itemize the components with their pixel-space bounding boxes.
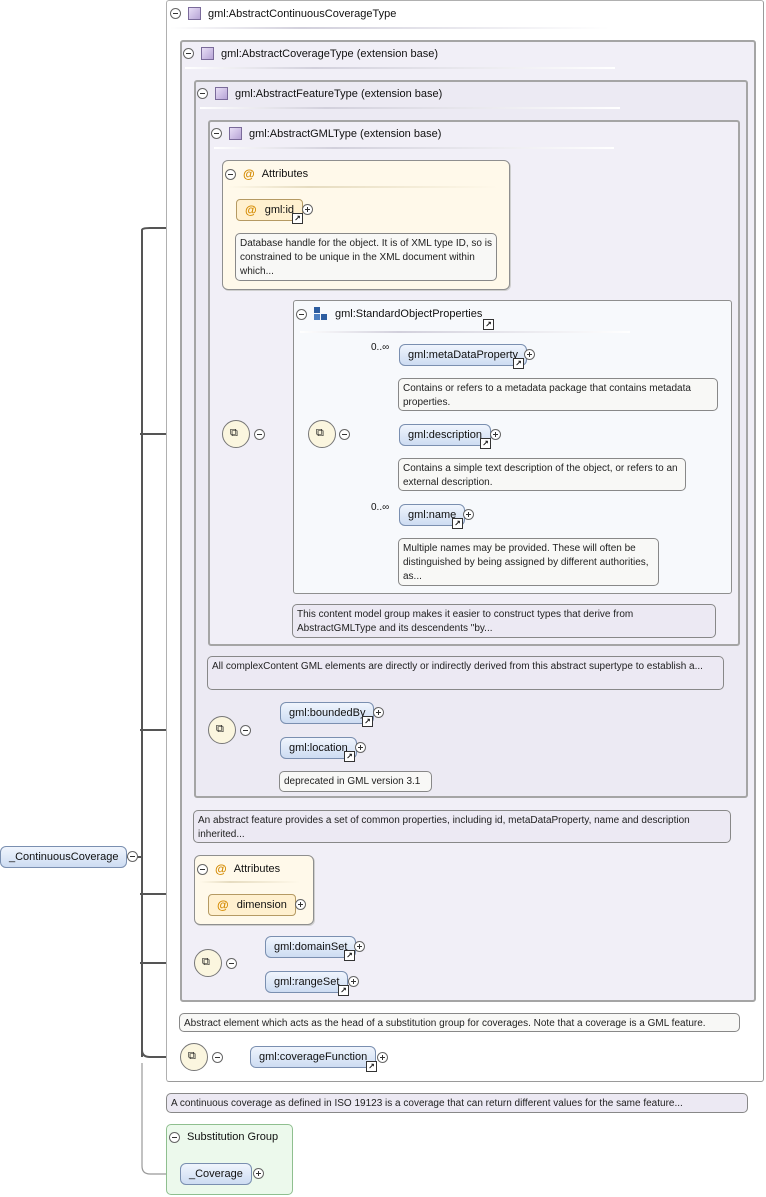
sequence-compositor-icon[interactable]: ⧉: [194, 949, 222, 977]
annotation-location: deprecated in GML version 3.1: [279, 771, 432, 792]
expand-icon[interactable]: [490, 429, 501, 440]
collapse-icon[interactable]: [339, 429, 350, 440]
standard-object-properties-header[interactable]: gml:StandardObjectProperties: [296, 307, 482, 321]
header-separator: [185, 67, 615, 69]
attribute-icon: @: [245, 203, 257, 217]
annotation-gml-type: All complexContent GML elements are dire…: [207, 656, 724, 690]
link-arrow-icon[interactable]: ↗: [344, 950, 355, 961]
collapse-icon[interactable]: [226, 958, 237, 969]
attributes-header[interactable]: @ Attributes: [225, 167, 308, 181]
element-location[interactable]: gml:location: [280, 737, 357, 759]
element-name[interactable]: gml:name: [399, 504, 466, 526]
collapse-icon[interactable]: [170, 8, 181, 19]
collapse-icon[interactable]: [127, 851, 138, 862]
group-icon: [314, 307, 328, 321]
attribute-icon: @: [215, 862, 227, 876]
collapse-icon[interactable]: [183, 48, 194, 59]
attributes-header[interactable]: @ Attributes: [197, 862, 280, 876]
expand-icon[interactable]: [377, 1052, 388, 1063]
element-metadata-property[interactable]: gml:metaDataProperty: [399, 344, 528, 366]
collapse-icon[interactable]: [212, 1052, 223, 1063]
gml-type-header[interactable]: gml:AbstractGMLType (extension base): [211, 127, 441, 140]
collapse-icon[interactable]: [296, 308, 307, 320]
sequence-compositor-icon[interactable]: ⧉: [208, 716, 236, 744]
group-name: gml:StandardObjectProperties: [335, 308, 483, 320]
expand-icon[interactable]: [348, 976, 359, 987]
collapse-icon[interactable]: [240, 725, 251, 736]
link-arrow-icon[interactable]: ↗: [513, 358, 524, 369]
collapse-icon[interactable]: [254, 429, 265, 440]
link-arrow-icon[interactable]: ↗: [452, 518, 463, 529]
attribute-icon: @: [217, 898, 229, 912]
cardinality-label: 0..∞: [371, 342, 390, 353]
substitution-group-title: Substitution Group: [187, 1131, 279, 1143]
attribute-icon: @: [243, 167, 255, 181]
expand-icon[interactable]: [354, 941, 365, 952]
continuous-coverage-type-header[interactable]: gml:AbstractContinuousCoverageType: [170, 7, 396, 20]
annotation-standard-object-properties: This content model group makes it easier…: [292, 604, 716, 638]
collapse-icon[interactable]: [211, 128, 222, 139]
complex-type-icon: [215, 87, 228, 100]
link-arrow-icon[interactable]: ↗: [338, 985, 349, 996]
type-name: gml:AbstractCoverageType (extension base…: [221, 47, 439, 60]
expand-icon[interactable]: [295, 899, 306, 910]
attribute-name: dimension: [236, 899, 287, 911]
link-arrow-icon[interactable]: ↗: [480, 438, 491, 449]
attribute-gml-id[interactable]: @ gml:id: [236, 199, 304, 221]
expand-icon[interactable]: [355, 742, 366, 753]
expand-icon[interactable]: [524, 349, 535, 360]
cardinality-label: 0..∞: [371, 502, 390, 513]
complex-type-icon: [188, 7, 201, 20]
attributes-label: Attributes: [261, 168, 309, 180]
type-name: gml:AbstractGMLType (extension base): [249, 127, 442, 140]
collapse-icon[interactable]: [197, 863, 208, 875]
header-separator: [200, 107, 620, 109]
annotation-feature-type: An abstract feature provides a set of co…: [193, 810, 731, 843]
element-domain-set[interactable]: gml:domainSet: [265, 936, 357, 958]
link-arrow-icon[interactable]: ↗: [292, 213, 303, 224]
header-separator: [170, 27, 610, 29]
complex-type-icon: [201, 47, 214, 60]
collapse-icon[interactable]: [169, 1131, 180, 1143]
annotation-coverage-type: Abstract element which acts as the head …: [179, 1013, 740, 1032]
collapse-icon[interactable]: [225, 168, 236, 180]
annotation-description: Contains a simple text description of th…: [398, 458, 686, 491]
header-separator: [228, 186, 498, 188]
link-arrow-icon[interactable]: ↗: [344, 751, 355, 762]
attributes-label: Attributes: [233, 863, 281, 875]
annotation-continuous-coverage: A continuous coverage as defined in ISO …: [166, 1093, 748, 1113]
feature-type-header[interactable]: gml:AbstractFeatureType (extension base): [197, 87, 442, 100]
complex-type-icon: [229, 127, 242, 140]
type-name: gml:AbstractContinuousCoverageType: [208, 7, 397, 20]
substitution-group-header[interactable]: Substitution Group: [169, 1131, 278, 1143]
expand-icon[interactable]: [373, 707, 384, 718]
sequence-compositor-icon[interactable]: ⧉: [180, 1043, 208, 1071]
sequence-compositor-icon[interactable]: ⧉: [222, 420, 250, 448]
link-arrow-icon[interactable]: ↗: [366, 1061, 377, 1072]
expand-icon[interactable]: [302, 204, 313, 215]
element-bounded-by[interactable]: gml:boundedBy: [280, 702, 375, 724]
element-coverage[interactable]: _Coverage: [180, 1163, 252, 1185]
annotation-metadata-property: Contains or refers to a metadata package…: [398, 378, 718, 411]
annotation-name: Multiple names may be provided. These wi…: [398, 538, 659, 586]
link-arrow-icon[interactable]: ↗: [362, 716, 373, 727]
attribute-name: gml:id: [264, 204, 295, 216]
element-description[interactable]: gml:description: [399, 424, 491, 446]
attribute-dimension[interactable]: @ dimension: [208, 894, 296, 916]
collapse-icon[interactable]: [197, 88, 208, 99]
element-range-set[interactable]: gml:rangeSet: [265, 971, 349, 993]
coverage-type-header[interactable]: gml:AbstractCoverageType (extension base…: [183, 47, 438, 60]
expand-icon[interactable]: [463, 509, 474, 520]
header-separator: [200, 881, 300, 883]
header-separator: [214, 147, 614, 149]
element-coverage-function[interactable]: gml:coverageFunction: [250, 1046, 377, 1068]
sequence-compositor-icon[interactable]: ⧉: [308, 420, 336, 448]
root-element-continuous-coverage[interactable]: _ContinuousCoverage: [0, 846, 128, 868]
annotation-gml-id: Database handle for the object. It is of…: [235, 233, 497, 281]
header-separator: [300, 331, 630, 333]
link-arrow-icon[interactable]: ↗: [483, 319, 494, 330]
expand-icon[interactable]: [253, 1168, 264, 1179]
type-name: gml:AbstractFeatureType (extension base): [235, 87, 443, 100]
